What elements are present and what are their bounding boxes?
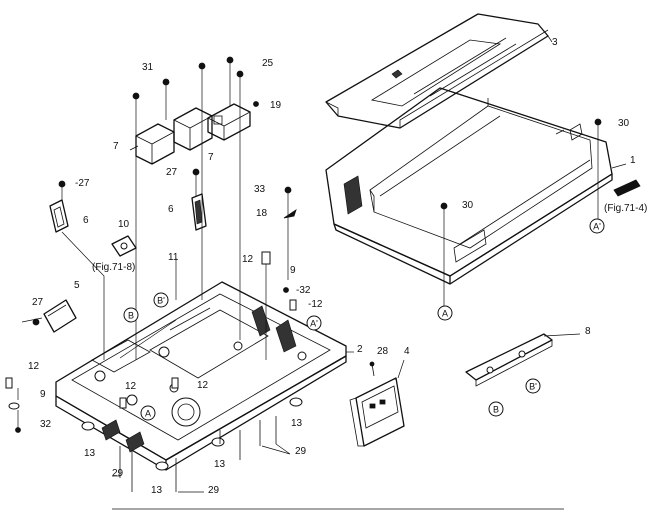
reference-circle [437,305,453,321]
callout-c6a: 6 [83,215,89,226]
reference-letter: B [493,405,499,415]
callout-c27c: 27 [32,297,44,308]
reference-letter: A [145,409,151,419]
reference-mark-mB3: B [488,401,504,417]
callout-c25: 25 [262,58,274,69]
callout-c12d: 12 [125,381,137,392]
callout-c13b: 13 [291,418,303,429]
callout-c11: 11 [168,252,179,263]
callout-c12e: 12 [197,380,209,391]
reference-marks: A A' A' A B B' B B' [123,218,605,421]
reference-letter: A' [593,222,601,232]
spring-part-28 [369,361,375,377]
callout-c7a: 7 [113,141,119,152]
callout-c1: 1 [630,155,636,166]
base-chassis [55,281,347,471]
callout-c12b: -12 [308,299,323,310]
callout-c29b: 29 [112,468,124,479]
callout-c13c: 13 [214,459,226,470]
callout-c28: 28 [377,346,389,357]
reference-circle [306,315,322,331]
callout-c3: 3 [552,37,558,48]
reference-mark-mB4: B' [525,378,541,394]
callout-c13d: 13 [151,485,163,496]
callout-c12a: 12 [242,254,254,265]
reference-letter: B' [529,382,537,392]
reference-circle [488,401,504,417]
callout-c13a: 13 [84,448,96,459]
reference-mark-mA4: A [140,405,156,421]
callout-c32b: 32 [40,419,52,430]
callout-c6b: 6 [168,204,174,215]
reference-letter: B [128,311,134,321]
callout-c33: 33 [254,184,266,195]
callout-c8: 8 [585,326,591,337]
reference-letter: B' [157,296,165,306]
screws-and-fasteners [5,56,602,492]
bar-part-8 [465,333,553,387]
callout-c32a: -32 [296,285,311,296]
callout-c9b: 9 [40,389,46,400]
reference-mark-mA3: A' [306,315,322,331]
reference-mark-mA2: A' [589,218,605,234]
callout-c2: 2 [357,344,363,355]
reference-letter: A [442,309,448,319]
callout-c9a: 9 [290,265,296,276]
callout-c30b: 30 [462,200,474,211]
callout-c31: 31 [142,62,154,73]
leader-lines [17,35,627,493]
callout-c27a: -27 [75,178,90,189]
reference-circle [123,307,139,323]
callout-c30a: 30 [618,118,630,129]
callout-c29c: 29 [208,485,220,496]
reference-circle [140,405,156,421]
upper-cabinet-housing [325,87,613,285]
control-panel-part-4 [349,377,405,447]
reference-letter: A' [310,319,318,329]
reference-mark-mB1: B [123,307,139,323]
callout-cfig: (Fig.71-4) [604,203,647,214]
board-part-10 [111,235,137,257]
side-bracket-left [49,199,69,233]
callout-c12c: 12 [28,361,40,372]
transformer-left [129,123,175,165]
reference-circle [589,218,605,234]
callout-c27b: 27 [166,167,178,178]
reference-circle [525,378,541,394]
side-bracket-middle [191,193,207,231]
top-cover-panel [325,13,549,129]
callout-c10: 10 [118,219,130,230]
transformer-bracket [207,103,251,141]
bracket-part-5 [43,299,77,333]
callout-cfig2: (Fig.71-8) [92,262,135,273]
callout-c29a: 29 [295,446,307,457]
transformer-middle [173,107,213,151]
callout-c18: 18 [256,208,268,219]
callout-c5: 5 [74,280,80,291]
reference-mark-mA1: A [437,305,453,321]
callout-c19: 19 [270,100,282,111]
reference-circle [153,292,169,308]
connector-tab [613,179,641,197]
callout-c4: 4 [404,346,410,357]
callout-c7b: 7 [208,152,214,163]
reference-mark-mB2: B' [153,292,169,308]
